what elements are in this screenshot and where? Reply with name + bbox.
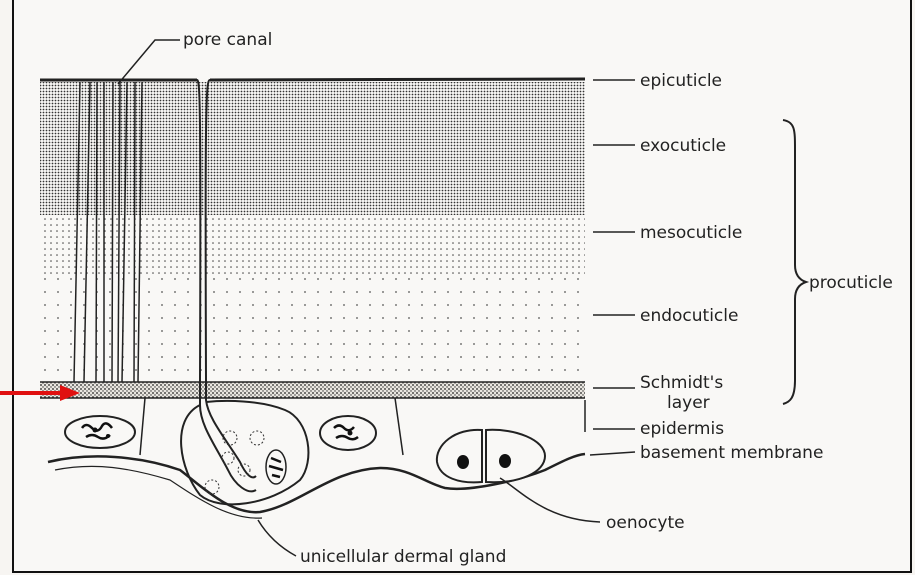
label-endocuticle: endocuticle bbox=[640, 306, 738, 326]
label-schmidts-line1: Schmidt's bbox=[640, 373, 723, 393]
label-pore-canal: pore canal bbox=[183, 30, 272, 50]
schmidts-layer-band bbox=[40, 382, 585, 398]
label-schmidts-line2: layer bbox=[667, 393, 710, 413]
pore-canal-pointer bbox=[118, 40, 180, 84]
exocuticle-layer bbox=[40, 82, 585, 215]
label-exocuticle: exocuticle bbox=[640, 136, 726, 156]
label-basement-membrane: basement membrane bbox=[640, 443, 823, 463]
gland-vesicles bbox=[205, 431, 264, 494]
epidermis-nucleus-left bbox=[65, 416, 135, 448]
mesocuticle-layer bbox=[40, 215, 585, 275]
label-epicuticle: epicuticle bbox=[640, 71, 722, 91]
label-mesocuticle: mesocuticle bbox=[640, 223, 742, 243]
label-procuticle: procuticle bbox=[809, 273, 893, 293]
procuticle-brace bbox=[783, 120, 806, 404]
label-oenocyte: oenocyte bbox=[606, 513, 685, 533]
oenocytes bbox=[437, 430, 545, 483]
label-dermal-gland: unicellular dermal gland bbox=[300, 547, 506, 567]
epidermis-nucleus-middle bbox=[320, 416, 376, 450]
label-epidermis: epidermis bbox=[640, 419, 724, 439]
